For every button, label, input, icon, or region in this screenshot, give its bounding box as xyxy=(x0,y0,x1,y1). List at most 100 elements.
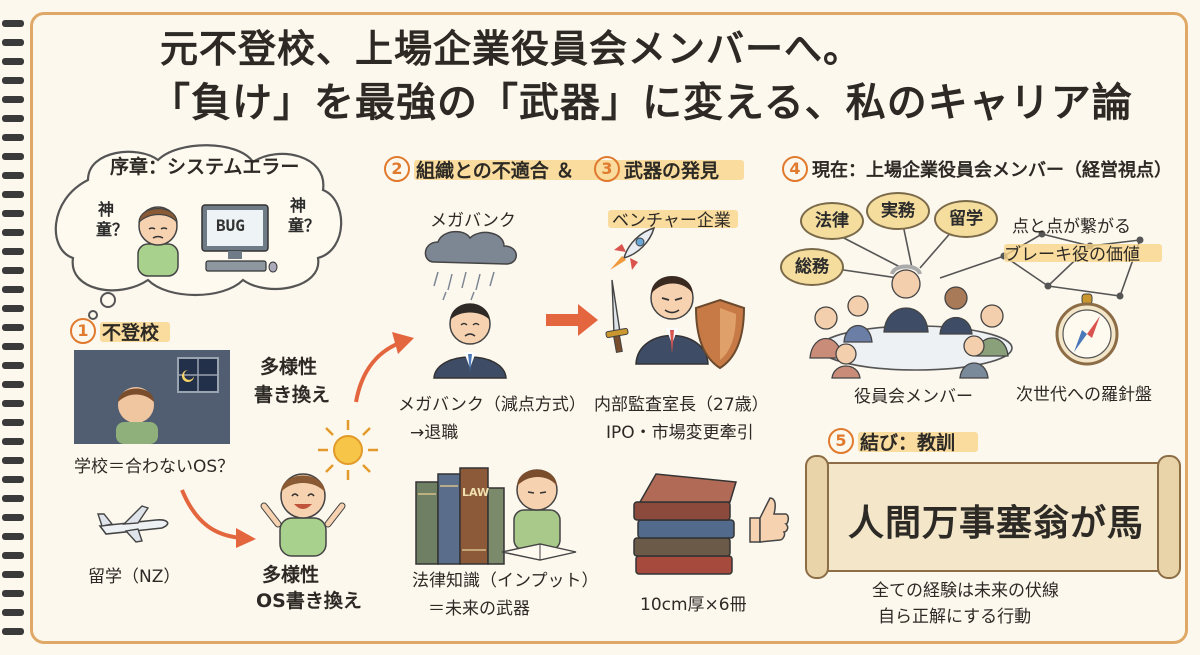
skill-chip-law: 法律 xyxy=(800,202,864,240)
prologue-right-label: 神童？ xyxy=(288,196,321,235)
confident-businessman-icon xyxy=(635,276,709,365)
binding-ring xyxy=(2,39,24,46)
computer-bug-icon xyxy=(201,204,278,273)
binding-ring xyxy=(2,115,24,122)
prologue-heading: 序章：システムエラー xyxy=(110,156,300,178)
sad-businessman-icon xyxy=(433,303,507,379)
studying-person-icon xyxy=(501,469,577,561)
happy-child-icon xyxy=(260,473,346,557)
binding-ring xyxy=(2,400,24,407)
section5-highlight xyxy=(858,432,978,452)
title-line2: 「負け」を最強の「武器」に変える、私のキャリア論 xyxy=(150,80,1133,126)
binding-ring xyxy=(2,96,24,103)
sun-icon xyxy=(318,420,378,480)
section4-number: 4 xyxy=(782,156,808,182)
book-stack-icon xyxy=(633,473,737,575)
network-caption-line2: ブレーキ役の価値 xyxy=(1004,245,1140,265)
skill-chip-practice: 実務 xyxy=(866,192,930,230)
board-caption: 役員会メンバー xyxy=(854,387,973,407)
binding-ring xyxy=(2,628,24,635)
venture-caption-line1: 内部監査室長（27歳） xyxy=(594,395,769,415)
binding-ring xyxy=(2,362,24,369)
section5-title: 結び：教訓 xyxy=(860,432,956,454)
binding-ring xyxy=(2,248,24,255)
network-caption-line1: 点と点が繋がる xyxy=(1012,217,1131,237)
binding-ring xyxy=(2,191,24,198)
section1-side-line2: 書き換え xyxy=(254,384,331,406)
network-highlight xyxy=(1004,244,1162,262)
rain-cloud-icon xyxy=(424,230,517,301)
lesson-line2: 自ら正解にする行動 xyxy=(878,607,1032,627)
binding-ring xyxy=(2,495,24,502)
sad-child-icon xyxy=(137,206,179,277)
binding-ring xyxy=(2,134,24,141)
binding-ring xyxy=(2,267,24,274)
section5-number: 5 xyxy=(828,428,854,454)
binding-ring xyxy=(2,609,24,616)
section23-title: 組織との不適合 ＆ xyxy=(416,160,575,182)
binding-ring xyxy=(2,210,24,217)
venture-highlight xyxy=(608,210,738,228)
binding-ring xyxy=(2,77,24,84)
arrow-to-megabank xyxy=(354,332,414,403)
study-abroad-label: 留学（NZ） xyxy=(88,567,181,587)
book-spine-label: LAW xyxy=(462,486,490,499)
binding-ring xyxy=(2,571,24,578)
shield-icon xyxy=(694,298,746,370)
binding-ring xyxy=(2,153,24,160)
section1-number: 1 xyxy=(70,318,96,344)
megabank-label: メガバンク xyxy=(430,211,516,231)
airplane-icon xyxy=(97,505,169,543)
compass-caption: 次世代への羅針盤 xyxy=(1016,385,1152,405)
skill-chip-general-affairs: 総務 xyxy=(780,248,844,286)
rocket-icon xyxy=(610,226,656,270)
binding-ring xyxy=(2,590,24,597)
scroll-rolls xyxy=(805,455,1181,579)
binding-ring xyxy=(2,419,24,426)
binding-ring xyxy=(2,172,24,179)
arrow-to-venture xyxy=(546,304,598,336)
section1-highlight xyxy=(100,322,170,342)
proverb-text: 人間万事塞翁が馬 xyxy=(848,503,1145,544)
binding-ring xyxy=(2,533,24,540)
binding-ring xyxy=(2,324,24,331)
title-line1: 元不登校、上場企業役員会メンバーへ。 xyxy=(160,27,863,71)
section2-number: 2 xyxy=(384,156,410,182)
section1-side-line1: 多様性 xyxy=(260,356,318,378)
megabank-caption-line1: メガバンク（減点方式） xyxy=(398,395,586,415)
binding-ring xyxy=(2,305,24,312)
binding-ring xyxy=(2,457,24,464)
binding-ring xyxy=(2,381,24,388)
section1-title: 不登校 xyxy=(102,322,160,344)
section4-title: 現在：上場企業役員会メンバー（経営視点） xyxy=(812,160,1172,181)
books-caption: 10cm厚×6冊 xyxy=(640,595,747,615)
binding-ring xyxy=(2,552,24,559)
binding-ring xyxy=(2,286,24,293)
content-frame xyxy=(30,12,1188,644)
lesson-line1: 全ての経験は未来の伏線 xyxy=(872,581,1059,601)
binding-ring xyxy=(2,343,24,350)
binding-ring xyxy=(2,438,24,445)
megabank-caption-line2: →退職 xyxy=(410,423,459,443)
binding-ring xyxy=(2,229,24,236)
law-caption-line2: ＝未来の武器 xyxy=(428,599,530,619)
thought-cloud xyxy=(54,144,343,320)
binding-ring xyxy=(2,58,24,65)
monitor-text: BUG xyxy=(216,216,245,235)
binding-ring xyxy=(2,20,24,27)
thumbs-up-icon xyxy=(749,497,790,543)
binding-ring xyxy=(2,476,24,483)
section23-highlight xyxy=(414,160,744,180)
venture-caption-line2: IPO・市場変更牽引 xyxy=(606,423,754,443)
venture-label: ベンチャー企業 xyxy=(612,211,731,231)
section1-result-line1: 多様性 xyxy=(262,564,320,586)
prologue-left-label: 神童？ xyxy=(96,200,129,239)
skill-chip-study-abroad: 留学 xyxy=(934,200,998,238)
board-meeting-illustration xyxy=(809,264,1013,379)
binding-ring xyxy=(2,514,24,521)
section1-result-line2: OS書き換え xyxy=(256,590,362,612)
arrow-to-happy-child xyxy=(180,489,256,548)
dark-room-illustration xyxy=(74,350,230,444)
law-caption-line1: 法律知識（インプット） xyxy=(412,571,599,591)
compass-icon xyxy=(1055,293,1119,366)
